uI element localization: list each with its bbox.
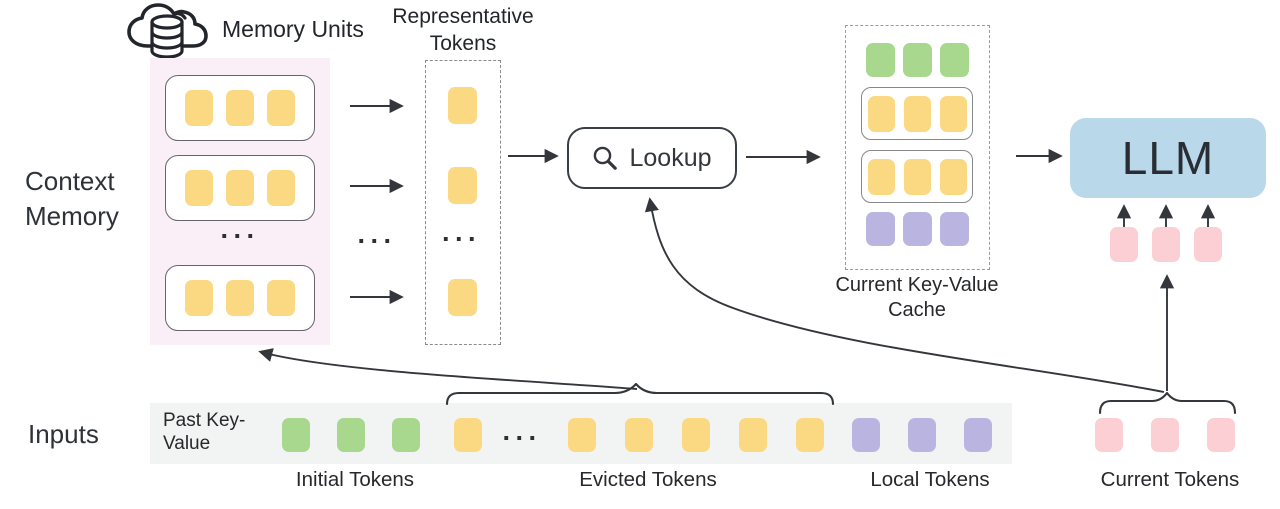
representative-token: [448, 87, 477, 124]
context-memory-label: Context Memory: [25, 166, 119, 231]
green-token: [282, 418, 310, 452]
purple-token: [964, 418, 992, 452]
yellow-token: [185, 90, 213, 126]
yellow-token: [796, 418, 824, 452]
evicted-tokens-tail: [568, 418, 824, 452]
current-tokens-label: Current Tokens: [1100, 468, 1240, 491]
cache-memory-unit: [861, 87, 973, 140]
current-kv-cache-box: [845, 25, 990, 270]
ellipsis: ···: [220, 221, 260, 251]
pink-token: [1152, 227, 1180, 262]
purple-token: [940, 212, 969, 246]
green-token: [903, 43, 932, 77]
yellow-token: [739, 418, 767, 452]
yellow-token: [625, 418, 653, 452]
yellow-token: [867, 158, 895, 195]
local-tokens: [852, 418, 992, 452]
evicted-tokens-brace: [445, 382, 835, 406]
initial-tokens: [282, 418, 420, 452]
yellow-token: [568, 418, 596, 452]
cache-memory-unit: [861, 150, 973, 203]
representative-tokens-box: ···: [425, 60, 501, 345]
lookup-button: Lookup: [567, 127, 737, 189]
inputs-label: Inputs: [28, 419, 99, 449]
pink-token: [1207, 418, 1235, 452]
green-token: [392, 418, 420, 452]
local-tokens-label: Local Tokens: [870, 468, 990, 491]
llm-input-tokens: [1110, 227, 1222, 262]
context-memory-panel: ···: [150, 58, 330, 345]
yellow-token: [903, 158, 931, 195]
green-token: [337, 418, 365, 452]
yellow-token: [939, 158, 967, 195]
yellow-token: [185, 170, 213, 206]
green-token: [940, 43, 969, 77]
yellow-token: [867, 95, 895, 132]
yellow-token: [448, 167, 477, 204]
current-tokens-brace: [1098, 391, 1237, 415]
yellow-token: [454, 418, 482, 452]
yellow-token: [682, 418, 710, 452]
yellow-token: [226, 280, 254, 316]
pink-token: [1194, 227, 1222, 262]
cache-initial-row: [846, 43, 989, 77]
purple-token: [908, 418, 936, 452]
ellipsis: ···: [502, 423, 542, 453]
search-icon: [594, 146, 618, 170]
yellow-token: [448, 87, 477, 124]
yellow-token: [267, 90, 295, 126]
evicted-tokens-label: Evicted Tokens: [579, 468, 717, 491]
current-tokens: [1095, 418, 1235, 452]
past-key-value-label: Past Key-Value: [163, 410, 246, 454]
evicted-to-memory-arrow: [258, 348, 638, 390]
llm-label: LLM: [1121, 132, 1215, 184]
memory-unit: [165, 155, 315, 221]
memory-unit: [165, 265, 315, 331]
pink-token: [1110, 227, 1138, 262]
yellow-token: [267, 280, 295, 316]
representative-token: [448, 279, 477, 316]
representative-tokens-label: Representative Tokens: [392, 5, 534, 55]
llm-box: LLM: [1070, 118, 1266, 198]
ellipsis: ···: [357, 226, 397, 256]
initial-tokens-label: Initial Tokens: [295, 468, 415, 491]
yellow-token: [267, 170, 295, 206]
pink-token: [1151, 418, 1179, 452]
memory-units-label: Memory Units: [222, 16, 364, 42]
purple-token: [852, 418, 880, 452]
lookup-label: Lookup: [629, 143, 712, 172]
green-token: [866, 43, 895, 77]
yellow-token: [939, 95, 967, 132]
evicted-tokens-head: [454, 418, 482, 452]
cache-local-row: [846, 212, 989, 246]
purple-token: [903, 212, 932, 246]
yellow-token: [448, 279, 477, 316]
cloud-database-icon: [127, 3, 208, 59]
representative-token: [448, 167, 477, 204]
current-kv-cache-label: Current Key-Value Cache: [835, 274, 999, 321]
purple-token: [866, 212, 895, 246]
pink-token: [1095, 418, 1123, 452]
yellow-token: [185, 280, 213, 316]
ellipsis: ···: [442, 224, 481, 254]
yellow-token: [226, 170, 254, 206]
yellow-token: [903, 95, 931, 132]
yellow-token: [226, 90, 254, 126]
memory-unit: [165, 75, 315, 141]
